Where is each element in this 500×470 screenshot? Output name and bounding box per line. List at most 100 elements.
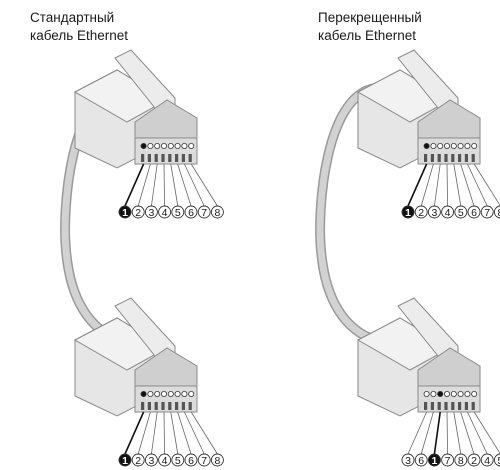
standard-bottom-pin-leader [177, 411, 192, 455]
crossover-top-pin-badge [493, 205, 500, 219]
crossover-bottom-pin-leader [446, 411, 448, 455]
contact-slot [154, 402, 158, 410]
standard-bottom-pin-badge [184, 453, 198, 467]
contact-slot [464, 154, 468, 162]
connector-face [417, 385, 481, 413]
contact-slot [147, 402, 151, 410]
standard-bottom-pin-label: 6 [188, 455, 194, 467]
crossover-top-pin-dot [450, 142, 457, 149]
crossover-bottom-pin-badge [427, 453, 441, 467]
standard-top-pin-dot [167, 142, 174, 149]
crossover-bottom-pin-badge [493, 453, 500, 467]
crossover-top-pin-badge [441, 205, 455, 219]
standard-top-pin-badge [118, 205, 132, 219]
contact-slot [181, 154, 185, 162]
crossover-top-pin-leader [407, 163, 428, 207]
crossover-bottom-pin-label: 5 [497, 455, 500, 467]
standard-top-pin-label: 2 [135, 207, 141, 219]
contact-slot [147, 154, 151, 162]
contact-slot [181, 402, 185, 410]
standard-top-pin-dot [154, 142, 161, 149]
contact-slot [141, 154, 145, 162]
crossover-top-pin-badge [454, 205, 468, 219]
standard-top-pin-leader [163, 163, 165, 207]
crossover-cable-title-line2: кабель Ethernet [318, 28, 417, 43]
contact-slot [161, 154, 165, 162]
standard-bottom-pin-label: 8 [214, 455, 220, 467]
crossover-bottom-pin-dot [464, 390, 471, 397]
crossover-top-pin-dot [423, 142, 430, 149]
crossover-bottom-pin-label: 3 [405, 455, 411, 467]
standard-top-pin-badge [210, 205, 224, 219]
crossover-bottom-pin-leader [453, 411, 462, 455]
contact-slot [464, 402, 468, 410]
contact-slot [451, 402, 455, 410]
standard-top-pin-leader [124, 163, 145, 207]
crossover-bottom-pin-leader [473, 411, 500, 455]
contact-slot [430, 402, 434, 410]
standard-top-pin-label: 4 [162, 207, 168, 219]
standard-top-pin-label: 1 [122, 207, 128, 219]
crossover-bottom-pin-dot [437, 390, 444, 397]
standard-bottom-pin-dot [188, 390, 195, 397]
standard-bottom-pin-badge [118, 453, 132, 467]
contact-slot [161, 402, 165, 410]
crossover-bottom-pin-dot [457, 390, 464, 397]
crossover-top-pin-leader [467, 163, 488, 207]
standard-top-pin-badge [144, 205, 158, 219]
crossover-bottom-pin-label: 1 [431, 455, 437, 467]
crossover-bottom-pin-badge [414, 453, 428, 467]
crossover-top-pin-label: 3 [431, 207, 437, 219]
standard-bottom-pin-dot [174, 390, 181, 397]
standard-top-pin-label: 6 [188, 207, 194, 219]
crossover-bottom-pin-label: 7 [445, 455, 451, 467]
crossover-top-pin-badge [414, 205, 428, 219]
standard-top-pin-leader [170, 163, 179, 207]
crossover-bottom-pin-dot [443, 390, 450, 397]
crossover-bottom-pin-badge [441, 453, 455, 467]
standard-bottom-pin-badge [144, 453, 158, 467]
crossover-top-pin-leader [460, 163, 475, 207]
crossover-top-pin-dot [430, 142, 437, 149]
standard-bottom-pin-dot [147, 390, 154, 397]
crossover-bottom-pin-dot [430, 390, 437, 397]
standard-top-pin-badge [197, 205, 211, 219]
contact-slot [437, 154, 441, 162]
contact-slot [175, 402, 179, 410]
standard-bottom-pin-label: 5 [175, 455, 181, 467]
crossover-bottom-pin-badge [401, 453, 415, 467]
contact-slot [458, 154, 462, 162]
crossover-top-pin-dot [471, 142, 478, 149]
contact-slot [154, 154, 158, 162]
crossover-top-pin-leader [446, 163, 448, 207]
cable-wire [316, 84, 379, 344]
crossover-bottom-pin-label: 8 [458, 455, 464, 467]
standard-bottom-pin-leader [124, 411, 145, 455]
standard-bottom-pin-leader [170, 411, 179, 455]
crossover-top-pin-label: 2 [418, 207, 424, 219]
crossover-bottom-pin-badge [480, 453, 494, 467]
connector-face [134, 137, 198, 165]
standard-cable-title-line1: Стандартный [30, 10, 115, 25]
standard-top-pin-leader [137, 163, 151, 207]
standard-top-pin-label: 8 [214, 207, 220, 219]
contact-slot [141, 402, 145, 410]
connector-face [417, 137, 481, 165]
crossover-top-pin-leader [434, 163, 441, 207]
crossover-top-pin-label: 8 [497, 207, 500, 219]
standard-bottom-pin-dot [181, 390, 188, 397]
crossover-bottom-pin-dot [471, 390, 478, 397]
standard-bottom-pin-badge [131, 453, 145, 467]
standard-top-pin-leader [190, 163, 218, 207]
contact-slot [451, 154, 455, 162]
crossover-top-pin-label: 7 [484, 207, 490, 219]
crossover-top-pin-label: 4 [445, 207, 451, 219]
crossover-bottom-pin-label: 2 [471, 455, 477, 467]
crossover-bottom-pin-leader [420, 411, 434, 455]
standard-bottom-pin-leader [151, 411, 158, 455]
crossover-cable-title-line1: Перекрещенный [318, 10, 422, 25]
standard-bottom-pin-label: 1 [122, 455, 128, 467]
contact-slot [471, 154, 475, 162]
